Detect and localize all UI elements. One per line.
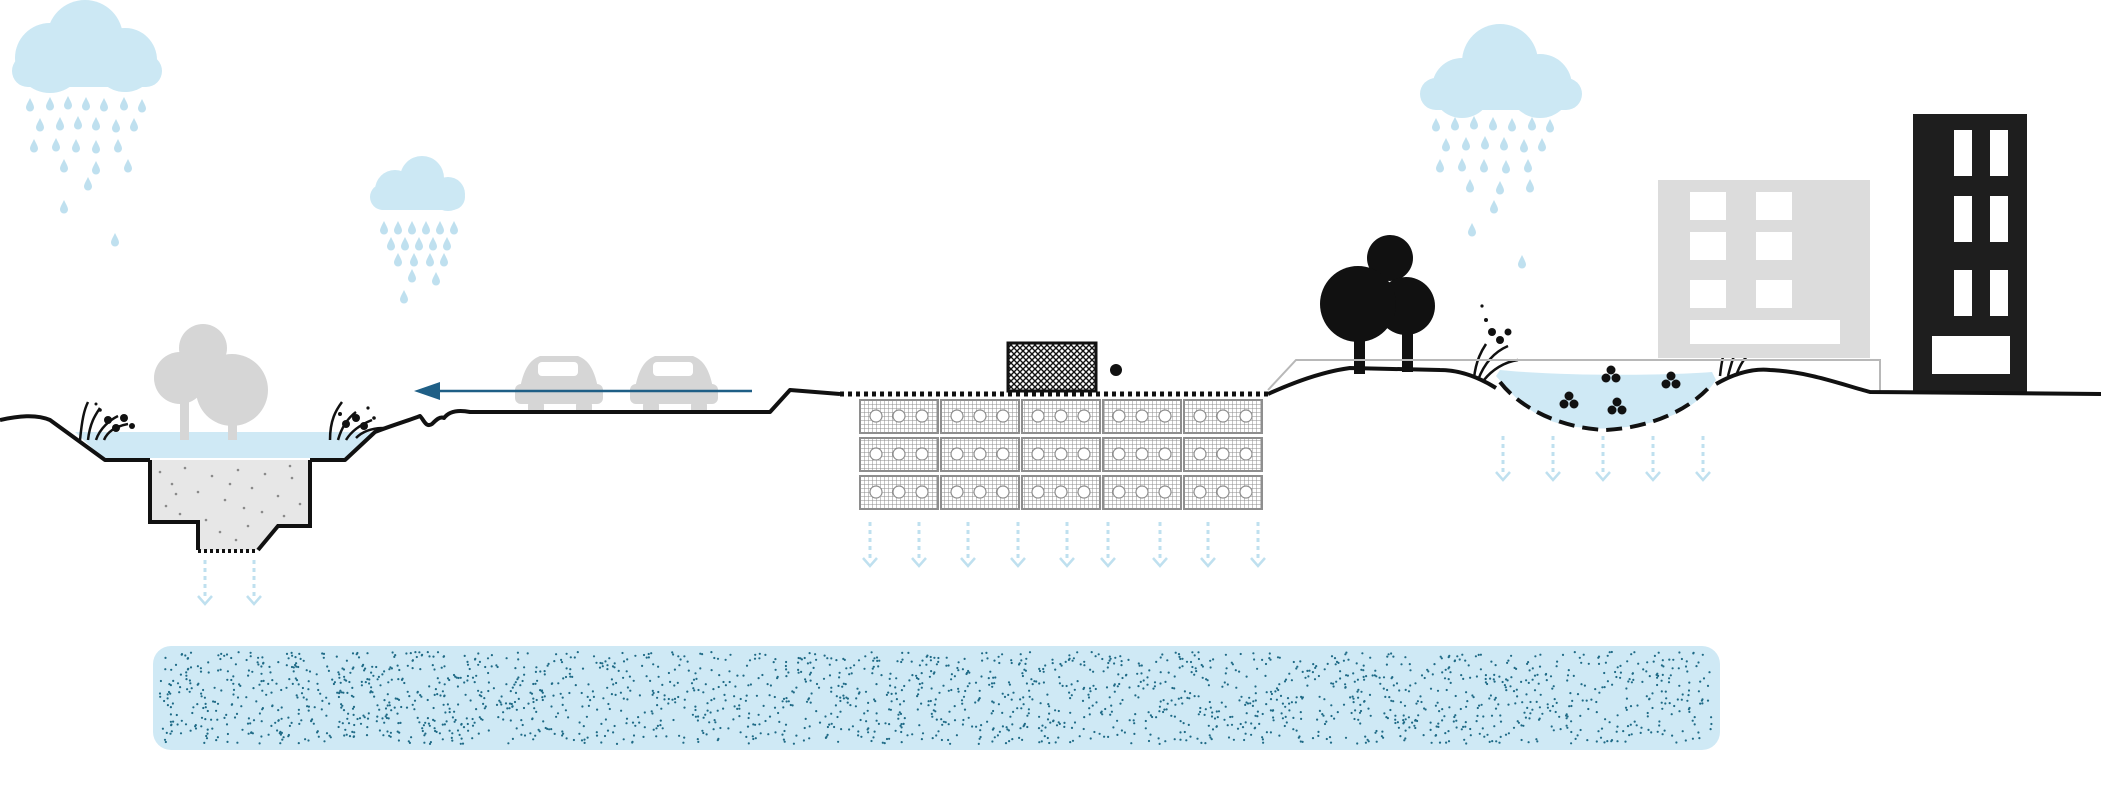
trench-gravel-fill [150,460,310,550]
infiltration-arrow-icon [1151,520,1169,568]
soccer-goal-icon [1006,341,1098,393]
trench-outline [148,460,312,552]
infiltration-arrow-icon [1494,434,1512,482]
car-icon [515,356,603,414]
infiltration-crate [859,437,939,472]
trench-water [75,432,375,460]
infiltration-crate [859,475,939,510]
plaza-outline [1267,359,1881,394]
infiltration-arrow-icon [1644,434,1662,482]
infiltration-arrow-icon [1694,434,1712,482]
infiltration-arrow-icon [1009,520,1027,568]
aquifer-texture [158,650,1713,746]
infiltration-crate [1021,475,1101,510]
sports-field [840,341,1268,510]
rain-cloud-icon [1420,24,1582,269]
road [414,356,752,414]
seed-cluster-icon [94,402,376,432]
rain-drops [1432,116,1554,269]
rain-cloud-icon [370,156,465,304]
infiltration-arrow-icon [1199,520,1217,568]
infiltration-crates [859,399,1263,510]
infiltration-crate [1021,437,1101,472]
groundwater-aquifer [153,646,1720,750]
infiltration-crate [940,399,1020,434]
tree-icon [1320,235,1435,374]
car-icon [630,356,718,414]
stones-icon [1559,365,1681,415]
infiltration-arrow-icon [959,520,977,568]
infiltration-arrow-icon [861,520,879,568]
infiltration-crate [940,475,1020,510]
infiltration-crate [859,399,939,434]
infiltration-trench [75,324,385,553]
swale-permeable-bed [1498,380,1714,433]
infiltration-arrow-icon [1099,520,1117,568]
infiltration-crate [1183,399,1263,434]
infiltration-arrow-icon [910,520,928,568]
infiltration-crate [1183,475,1263,510]
infiltration-crate [1102,399,1182,434]
tree-icon [154,324,268,440]
infiltration-arrow-icon [1594,434,1612,482]
infiltration-crate [1183,437,1263,472]
ground-surface-line [0,366,2101,462]
infiltration-arrow-icon [245,558,263,606]
infiltration-arrow-icon [1249,520,1267,568]
ball-icon [1110,364,1122,376]
rain-cloud-icon [12,0,162,247]
rain-drops [380,221,458,304]
infiltration-crate [940,437,1020,472]
runoff-direction-arrow [414,382,752,400]
infiltration-arrow-icon [1058,520,1076,568]
infiltration-arrow-icon [1544,434,1562,482]
rain-drops [26,96,146,247]
infiltration-arrow-icon [196,558,214,606]
gravel-texture [158,464,302,542]
infiltration-crate [1102,437,1182,472]
building-icon [1267,180,1881,394]
infiltration-crate [1102,475,1182,510]
infiltration-crate [1021,399,1101,434]
building-icon [1913,114,2027,392]
swale-water [1496,370,1716,429]
